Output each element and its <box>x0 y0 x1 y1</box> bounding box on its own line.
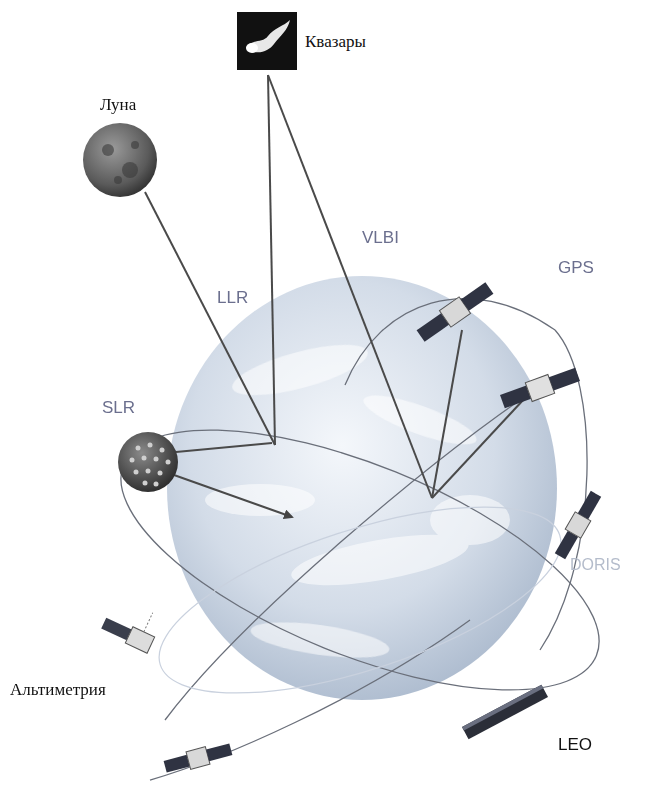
technique-label: DORIS <box>568 555 623 574</box>
moon <box>83 123 157 197</box>
clouds <box>205 334 510 664</box>
gps-satellite <box>415 280 495 345</box>
moon-craters <box>102 141 139 184</box>
slr-satellite <box>118 432 178 492</box>
source-label: Луна <box>98 95 138 115</box>
technique-label: VLBI <box>360 228 401 248</box>
technique-label: SLR <box>100 398 137 418</box>
slr-reflectors <box>130 443 171 487</box>
gps-satellite <box>499 365 581 411</box>
source-label: Квазары <box>303 32 368 52</box>
quasar-core <box>246 43 258 53</box>
quasar-image <box>237 12 297 70</box>
doris-orbit <box>139 469 582 732</box>
technique-label: LEO <box>556 735 594 755</box>
quasar-jet <box>246 20 290 52</box>
leo-satellite <box>462 685 548 740</box>
satellite <box>163 741 233 776</box>
orbits <box>88 299 632 780</box>
technique-label: GPS <box>556 258 596 278</box>
technique-label: Альтиметрия <box>8 680 108 700</box>
earth <box>167 276 557 700</box>
doris-satellite <box>552 489 604 560</box>
altimetry-satellite <box>100 596 164 653</box>
technique-label: LLR <box>215 288 250 308</box>
measurement-lines <box>145 75 525 517</box>
